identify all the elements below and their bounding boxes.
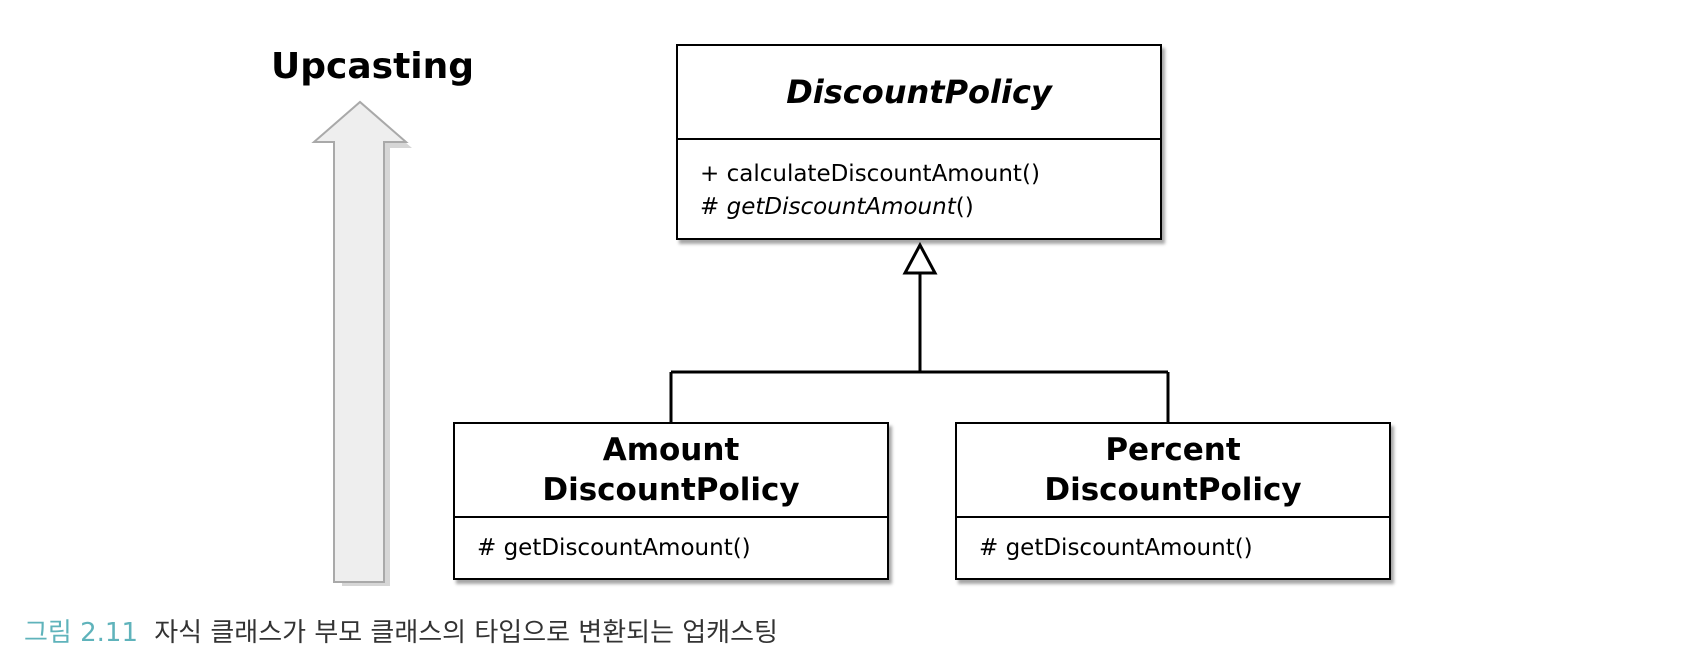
operation-visibility: # bbox=[700, 194, 720, 220]
operation-params: () bbox=[955, 194, 974, 220]
upcasting-arrow-shape bbox=[311, 100, 409, 583]
upcasting-arrow-icon bbox=[311, 100, 412, 586]
operation-visibility: + bbox=[700, 161, 720, 187]
generalization-triangle-icon bbox=[902, 241, 938, 275]
figure-caption: 그림 2.11 자식 클래스가 부모 클래스의 타입으로 변환되는 업캐스팅 bbox=[24, 612, 778, 649]
operation-public: + calculateDiscountAmount() bbox=[700, 158, 1160, 191]
operation-name-abstract: getDiscountAmount bbox=[726, 194, 956, 220]
class-name-line: DiscountPolicy bbox=[542, 472, 800, 508]
class-discount-policy: DiscountPolicy + calculateDiscountAmount… bbox=[676, 44, 1162, 240]
class-amount-discount-policy: Amount DiscountPolicy # getDiscountAmoun… bbox=[453, 422, 889, 580]
class-name-line: Percent bbox=[1105, 432, 1241, 468]
class-percent-discount-policy: Percent DiscountPolicy # getDiscountAmou… bbox=[955, 422, 1391, 580]
upcasting-label: Upcasting bbox=[271, 46, 475, 87]
operation-protected: # getDiscountAmount() bbox=[477, 535, 751, 561]
operation-params: () bbox=[1021, 161, 1040, 187]
class-name: Amount DiscountPolicy bbox=[455, 424, 887, 518]
operation-protected: # getDiscountAmount() bbox=[700, 191, 1160, 224]
operations-list: + calculateDiscountAmount() # getDiscoun… bbox=[678, 140, 1160, 224]
class-name: Percent DiscountPolicy bbox=[957, 424, 1389, 518]
class-name: DiscountPolicy bbox=[678, 46, 1160, 140]
caption-text: 자식 클래스가 부모 클래스의 타입으로 변환되는 업캐스팅 bbox=[154, 618, 778, 648]
operation-name: calculateDiscountAmount bbox=[726, 161, 1022, 187]
class-name-line: DiscountPolicy bbox=[1044, 472, 1302, 508]
class-name-line: Amount bbox=[602, 432, 740, 468]
figure-number: 그림 2.11 bbox=[24, 618, 138, 648]
operation-protected: # getDiscountAmount() bbox=[979, 535, 1253, 561]
generalization-connector bbox=[669, 272, 1170, 422]
